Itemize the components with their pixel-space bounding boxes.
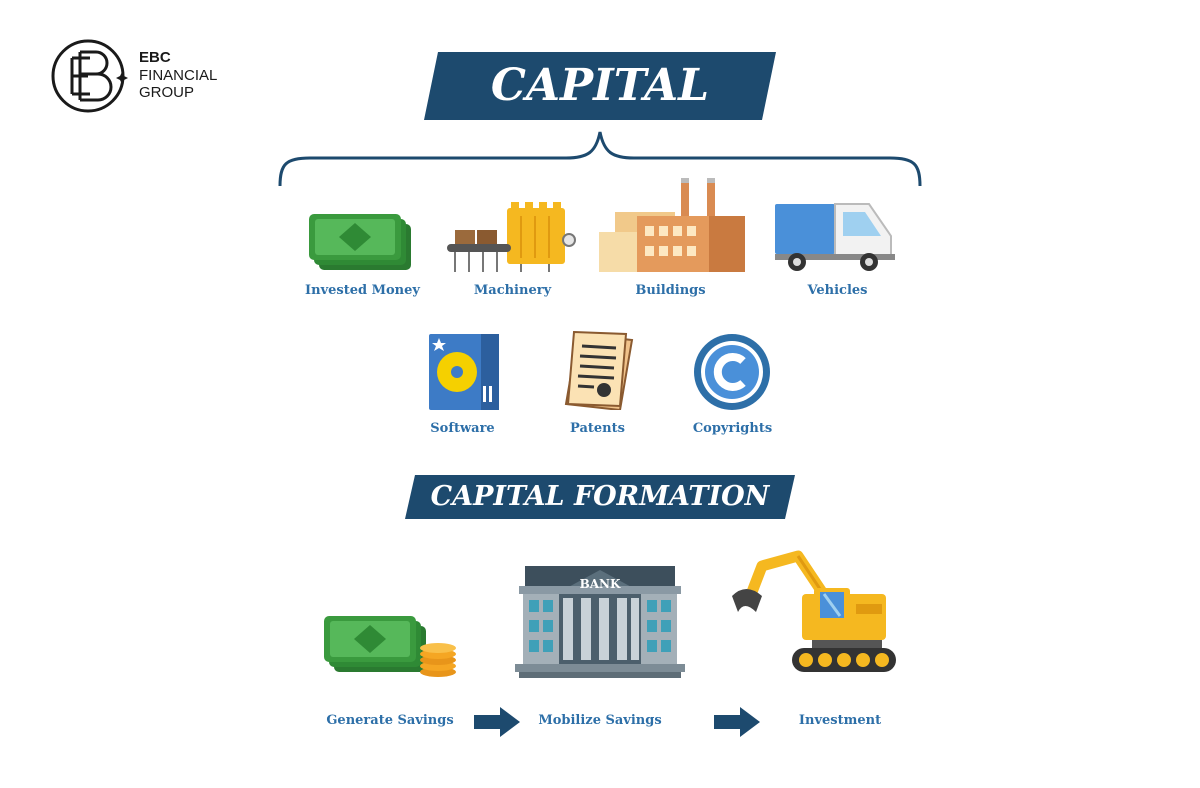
- logo-line-2: FINANCIAL: [139, 67, 218, 84]
- capital-item-label: Software: [430, 421, 495, 436]
- capital-item-label: Buildings: [635, 283, 706, 298]
- formation-banner: CAPITAL FORMATION: [405, 475, 795, 519]
- capital-item-label: Machinery: [473, 283, 552, 298]
- formation-title: CAPITAL FORMATION: [430, 481, 770, 512]
- copyright-icon: [694, 334, 770, 410]
- logo-mark-icon: [51, 39, 128, 113]
- arrow-right-icon: [714, 707, 760, 737]
- money-coins-icon: [324, 616, 456, 677]
- buildings-icon: [599, 178, 745, 272]
- capital-item-label: Vehicles: [807, 283, 868, 298]
- bank-sign: BANK: [579, 577, 621, 591]
- arrow-right-icon: [474, 707, 520, 737]
- capital-banner: CAPITAL: [424, 52, 776, 120]
- capital-item-label: Invested Money: [305, 283, 420, 298]
- page-title: CAPITAL: [490, 60, 710, 111]
- excavator-icon: [732, 550, 896, 672]
- formation-step-label: Generate Savings: [326, 713, 454, 728]
- formation-step-label: Mobilize Savings: [538, 713, 662, 728]
- machinery-icon: [447, 202, 576, 272]
- bank-icon: [515, 566, 685, 678]
- grouping-brace: [278, 131, 922, 187]
- capital-item-label: Patents: [570, 421, 625, 436]
- software-icon: [429, 334, 499, 410]
- capital-item-label: Copyrights: [692, 421, 773, 436]
- logo-line-3: GROUP: [139, 84, 195, 101]
- formation-step-label: Investment: [798, 713, 882, 728]
- logo-line-1: EBC: [139, 49, 171, 66]
- money-icon: [309, 214, 411, 270]
- truck-icon: [775, 203, 895, 271]
- company-logo: EBC FINANCIAL GROUP: [50, 38, 240, 114]
- patent-document-icon: [564, 330, 634, 410]
